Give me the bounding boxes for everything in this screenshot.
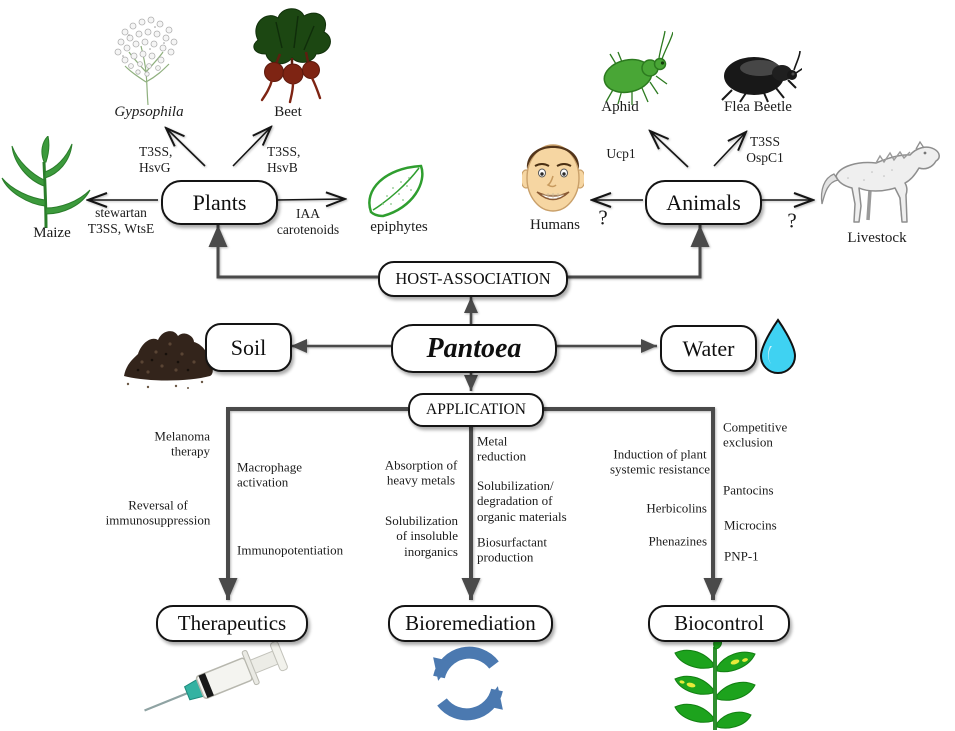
- factors-epiphytes: IAA carotenoids: [276, 206, 340, 237]
- node-animals-label: Animals: [666, 189, 741, 215]
- node-host-association-label: HOST-ASSOCIATION: [395, 268, 551, 288]
- biocontrol-item-competitive: Competitive exclusion: [723, 419, 788, 450]
- biocontrol-item-herbicolins: Herbicolins: [646, 500, 707, 516]
- therapeutics-item-reversal: Reversal of immunosuppression: [105, 497, 211, 528]
- flea-beetle-image: [721, 50, 802, 103]
- epiphyte-leaf-icon: [368, 164, 424, 218]
- node-pantoea: Pantoea: [391, 324, 557, 373]
- bioremediation-item-absorption: Absorption of heavy metals: [384, 457, 458, 488]
- recycle-icon: [433, 646, 503, 721]
- soil-image: [124, 331, 213, 389]
- node-host-association: HOST-ASSOCIATION: [378, 261, 568, 297]
- factors-humans-question: ?: [598, 205, 608, 230]
- factors-aphid: Ucp1: [606, 146, 636, 162]
- factors-gypsophila: T3SS, HsvG: [139, 144, 173, 175]
- node-plants: Plants: [161, 180, 278, 225]
- bioremediation-item-metal-reduction: Metal reduction: [477, 433, 527, 464]
- edge-animals-fleabeetle: [713, 132, 746, 167]
- edge-animals-aphid: [650, 131, 689, 168]
- bioremediation-item-biosurfactant: Biosurfactant production: [477, 534, 548, 565]
- therapeutics-item-melanoma: Melanoma therapy: [154, 428, 210, 459]
- biocontrol-plant-icon: [674, 638, 756, 730]
- syringe-icon: [144, 641, 288, 712]
- water-drop-icon: [759, 318, 797, 374]
- node-application: APPLICATION: [408, 393, 544, 427]
- biocontrol-item-pantocins: Pantocins: [723, 482, 774, 498]
- biocontrol-item-induction: Induction of plant systemic resistance: [610, 446, 710, 477]
- aphid-image: [603, 30, 673, 105]
- livestock-image: [820, 140, 940, 223]
- node-animals: Animals: [645, 180, 762, 225]
- therapeutics-item-immunopotentiation: Immunopotentiation: [237, 542, 344, 558]
- therapeutics-item-macrophage: Macrophage activation: [237, 459, 302, 490]
- node-therapeutics-label: Therapeutics: [177, 611, 287, 635]
- biocontrol-item-pnp1: PNP-1: [724, 548, 759, 564]
- node-bioremediation-label: Bioremediation: [405, 611, 536, 635]
- factors-flea-beetle: T3SS OspC1: [746, 134, 784, 165]
- node-water: Water: [660, 325, 757, 372]
- gypsophila-image: [114, 16, 178, 106]
- edge-hostassociation-animals: [563, 225, 710, 279]
- label-livestock: Livestock: [847, 230, 907, 247]
- label-gypsophila: Gypsophila: [114, 104, 184, 121]
- node-biocontrol: Biocontrol: [648, 605, 790, 642]
- label-aphid: Aphid: [601, 99, 639, 116]
- beet-image: [253, 8, 331, 104]
- factors-beet: T3SS, HsvB: [267, 144, 301, 175]
- label-flea-beetle: Flea Beetle: [724, 99, 792, 116]
- node-biocontrol-label: Biocontrol: [674, 611, 764, 635]
- node-soil: Soil: [205, 323, 292, 372]
- biocontrol-item-microcins: Microcins: [724, 517, 777, 533]
- factors-livestock-question: ?: [787, 208, 797, 233]
- label-humans: Humans: [530, 217, 580, 234]
- node-plants-label: Plants: [192, 189, 247, 215]
- label-maize: Maize: [33, 225, 71, 242]
- maize-image: [1, 136, 91, 228]
- node-bioremediation: Bioremediation: [388, 605, 553, 642]
- label-epiphytes: epiphytes: [370, 219, 428, 236]
- biocontrol-item-phenazines: Phenazines: [648, 533, 707, 549]
- edge-plants-epiphytes: [275, 199, 345, 200]
- node-application-label: APPLICATION: [426, 401, 526, 419]
- edge-plants-beet: [232, 127, 271, 167]
- humans-image: [522, 144, 584, 212]
- node-pantoea-label: Pantoea: [426, 332, 522, 364]
- label-beet: Beet: [274, 104, 302, 121]
- bioremediation-item-solubilization-inorganics: Solubilization of insoluble inorganics: [385, 513, 458, 559]
- edge-application-therapeutics: [218, 407, 408, 600]
- node-water-label: Water: [682, 335, 735, 361]
- factors-maize: stewartan T3SS, WtsE: [87, 205, 155, 236]
- node-therapeutics: Therapeutics: [156, 605, 308, 642]
- bioremediation-item-solubilization-degradation: Solubilization/ degradation of organic m…: [477, 478, 567, 524]
- node-soil-label: Soil: [230, 334, 267, 360]
